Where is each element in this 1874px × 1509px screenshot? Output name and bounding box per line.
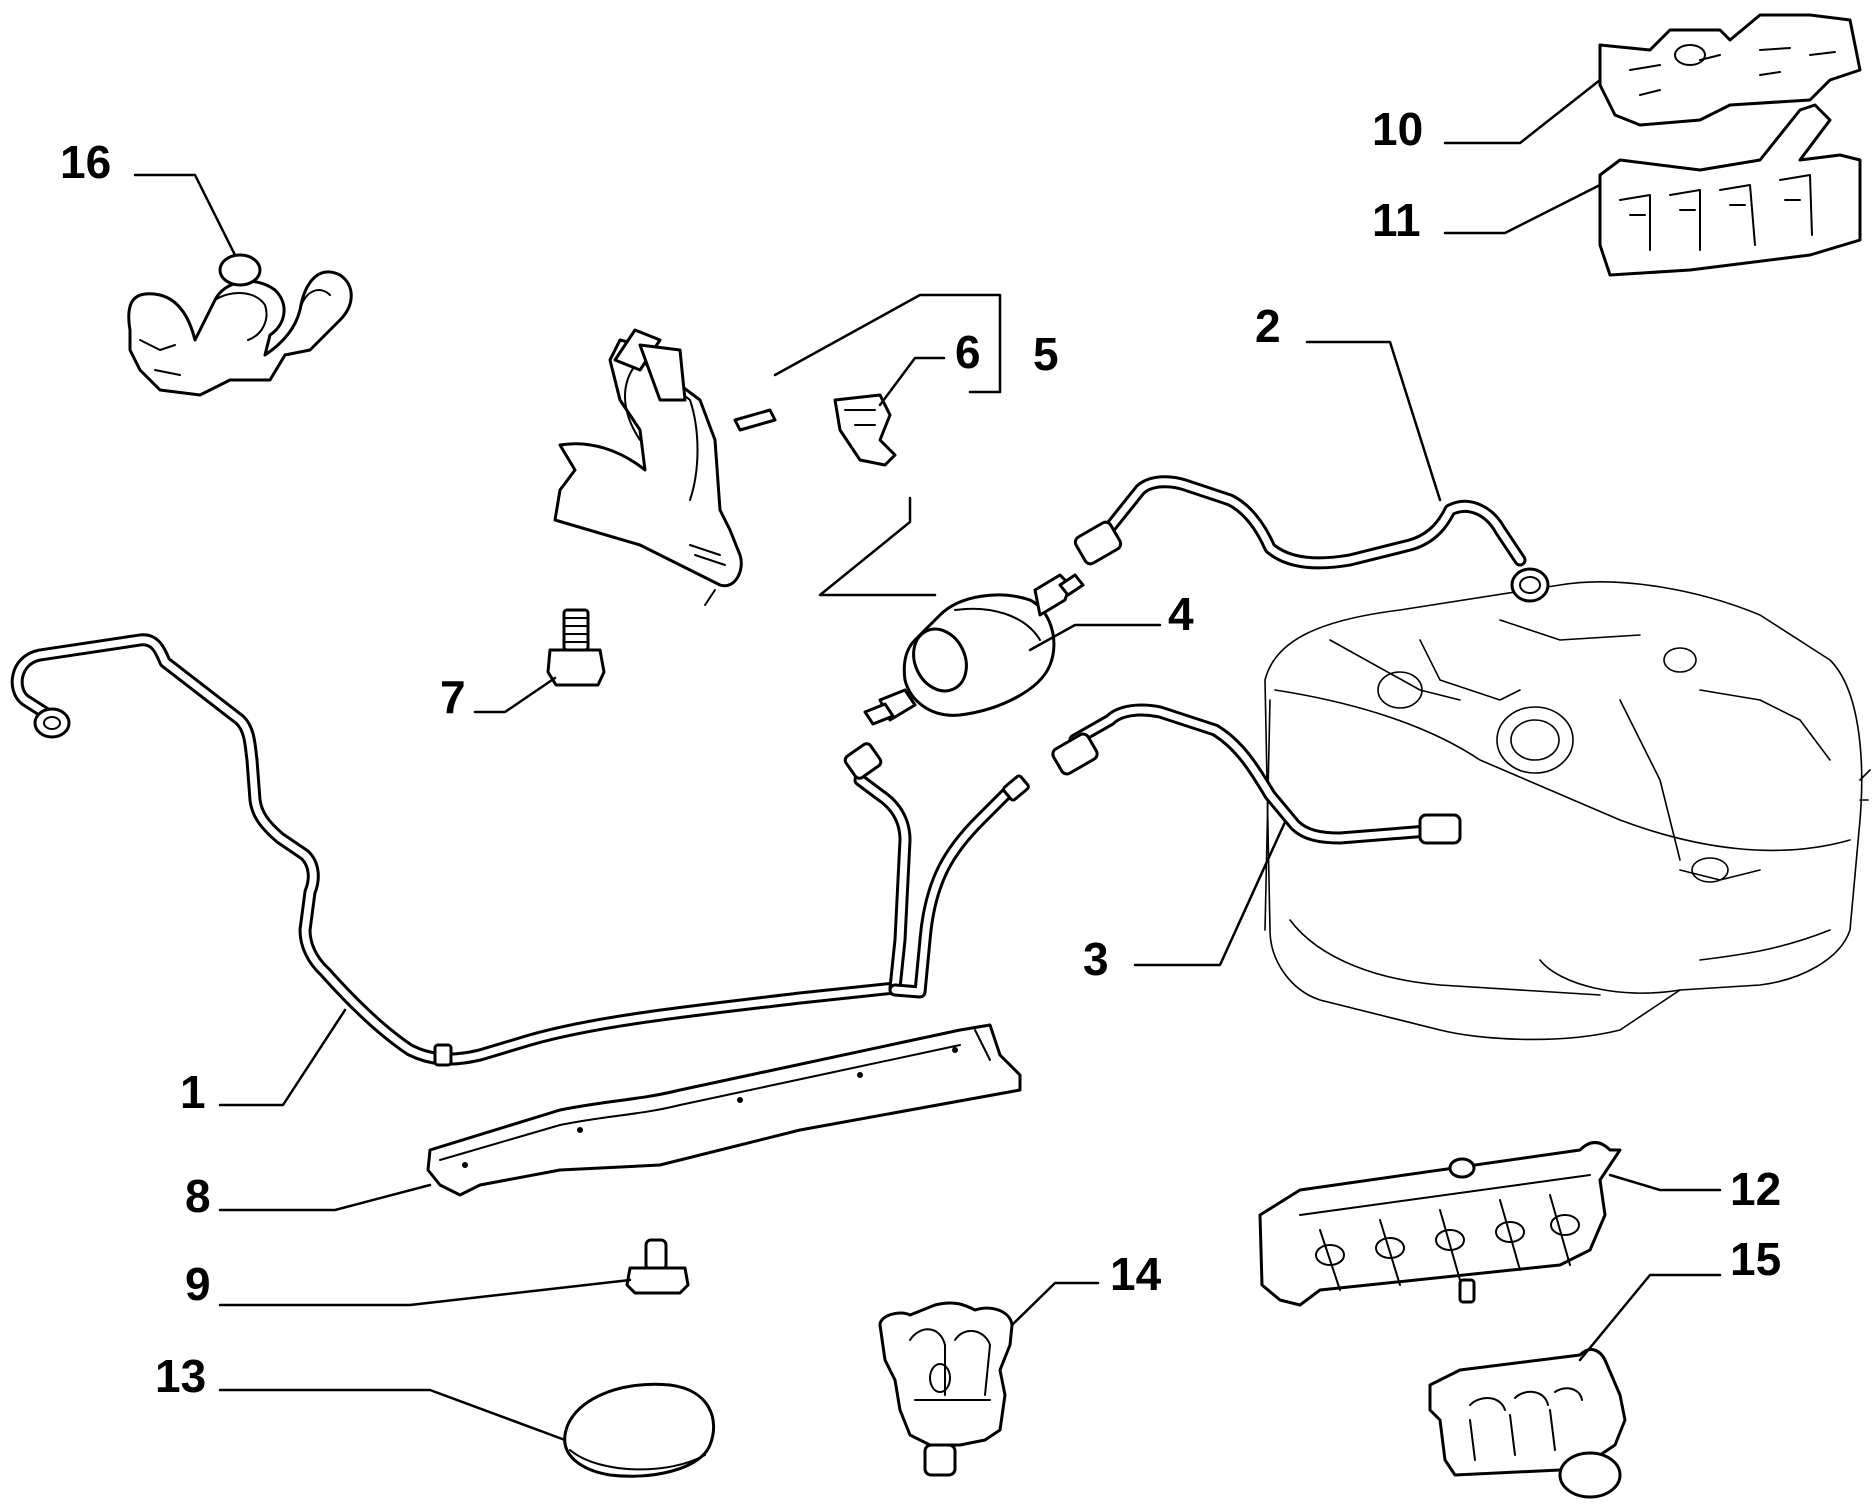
pipe-routing-guide (818, 496, 937, 597)
screw-9 (625, 1238, 690, 1295)
bracket-assembly (553, 328, 777, 606)
pipe-3 (1051, 703, 1462, 845)
callout-labels: 1 2 3 4 5 6 7 8 9 10 11 12 13 14 15 16 (60, 103, 1781, 1402)
pipe-2 (1073, 475, 1550, 603)
callout-3: 3 (1083, 933, 1109, 985)
bolt-7 (546, 608, 606, 687)
callout-14: 14 (1110, 1248, 1162, 1300)
clip-bar-10 (1598, 13, 1862, 127)
mounting-rail (426, 1023, 1022, 1197)
clip-bar-12 (1258, 1141, 1622, 1307)
grommet-plug (563, 1382, 716, 1478)
fuel-filter (863, 573, 1085, 726)
callout-5: 5 (1033, 328, 1059, 380)
callout-8: 8 (185, 1170, 211, 1222)
fuel-tank (1264, 581, 1871, 1041)
callout-12: 12 (1730, 1163, 1781, 1215)
callout-6: 6 (955, 326, 981, 378)
clip-bar-11 (1598, 103, 1862, 277)
callout-9: 9 (185, 1258, 211, 1310)
pipe-1 (10, 633, 1030, 1067)
callout-13: 13 (155, 1350, 206, 1402)
callout-15: 15 (1730, 1233, 1781, 1285)
callout-10: 10 (1372, 103, 1423, 155)
callout-7: 7 (440, 671, 466, 723)
clip (833, 393, 897, 467)
leader-lines (133, 78, 1722, 1442)
callout-16: 16 (60, 136, 111, 188)
callout-1: 1 (180, 1066, 206, 1118)
callout-4: 4 (1168, 588, 1194, 640)
callout-11: 11 (1372, 194, 1421, 246)
callout-2: 2 (1255, 300, 1281, 352)
pipe-clamp-16 (127, 253, 353, 397)
clip-14 (878, 1301, 1014, 1477)
clip-15 (1428, 1348, 1627, 1499)
